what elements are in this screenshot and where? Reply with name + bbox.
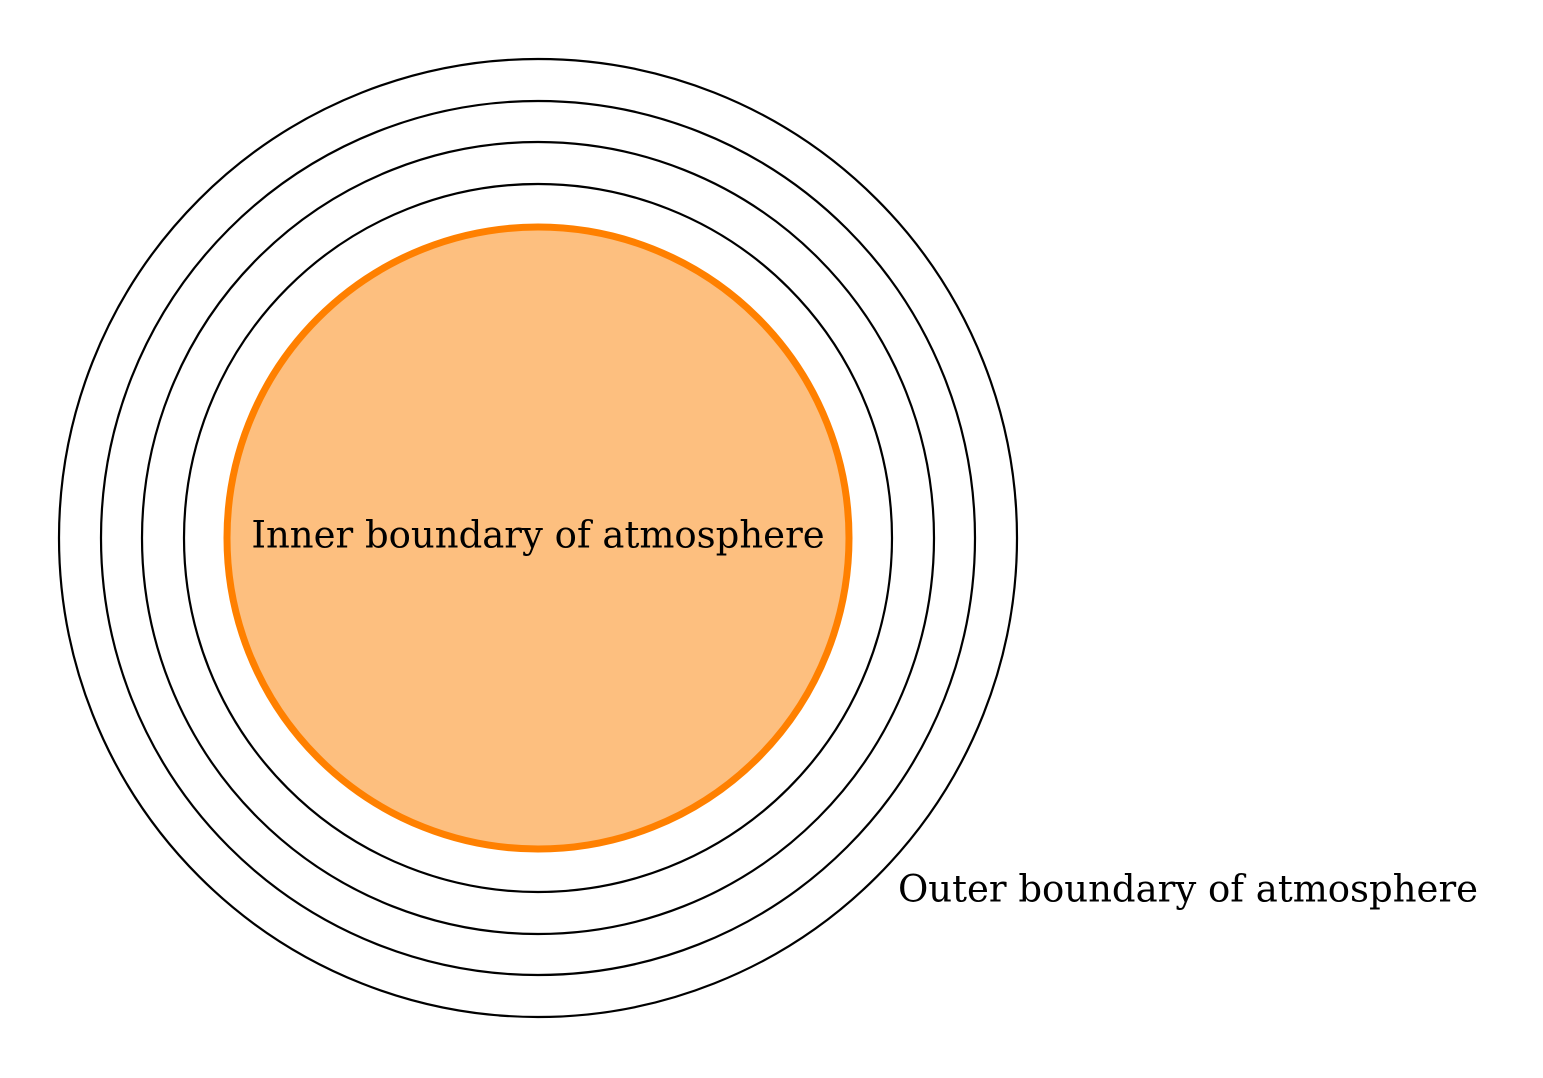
- ring-3: [99, 99, 977, 977]
- ring-outer: [57, 57, 1019, 1019]
- atmosphere-rings: [57, 57, 1019, 1019]
- outer-boundary-label: Outer boundary of atmosphere: [898, 868, 1478, 911]
- planet-core: [223, 223, 853, 853]
- inner-boundary-label: Inner boundary of atmosphere: [251, 514, 824, 557]
- ring-1: [182, 182, 894, 894]
- ring-2: [140, 140, 936, 936]
